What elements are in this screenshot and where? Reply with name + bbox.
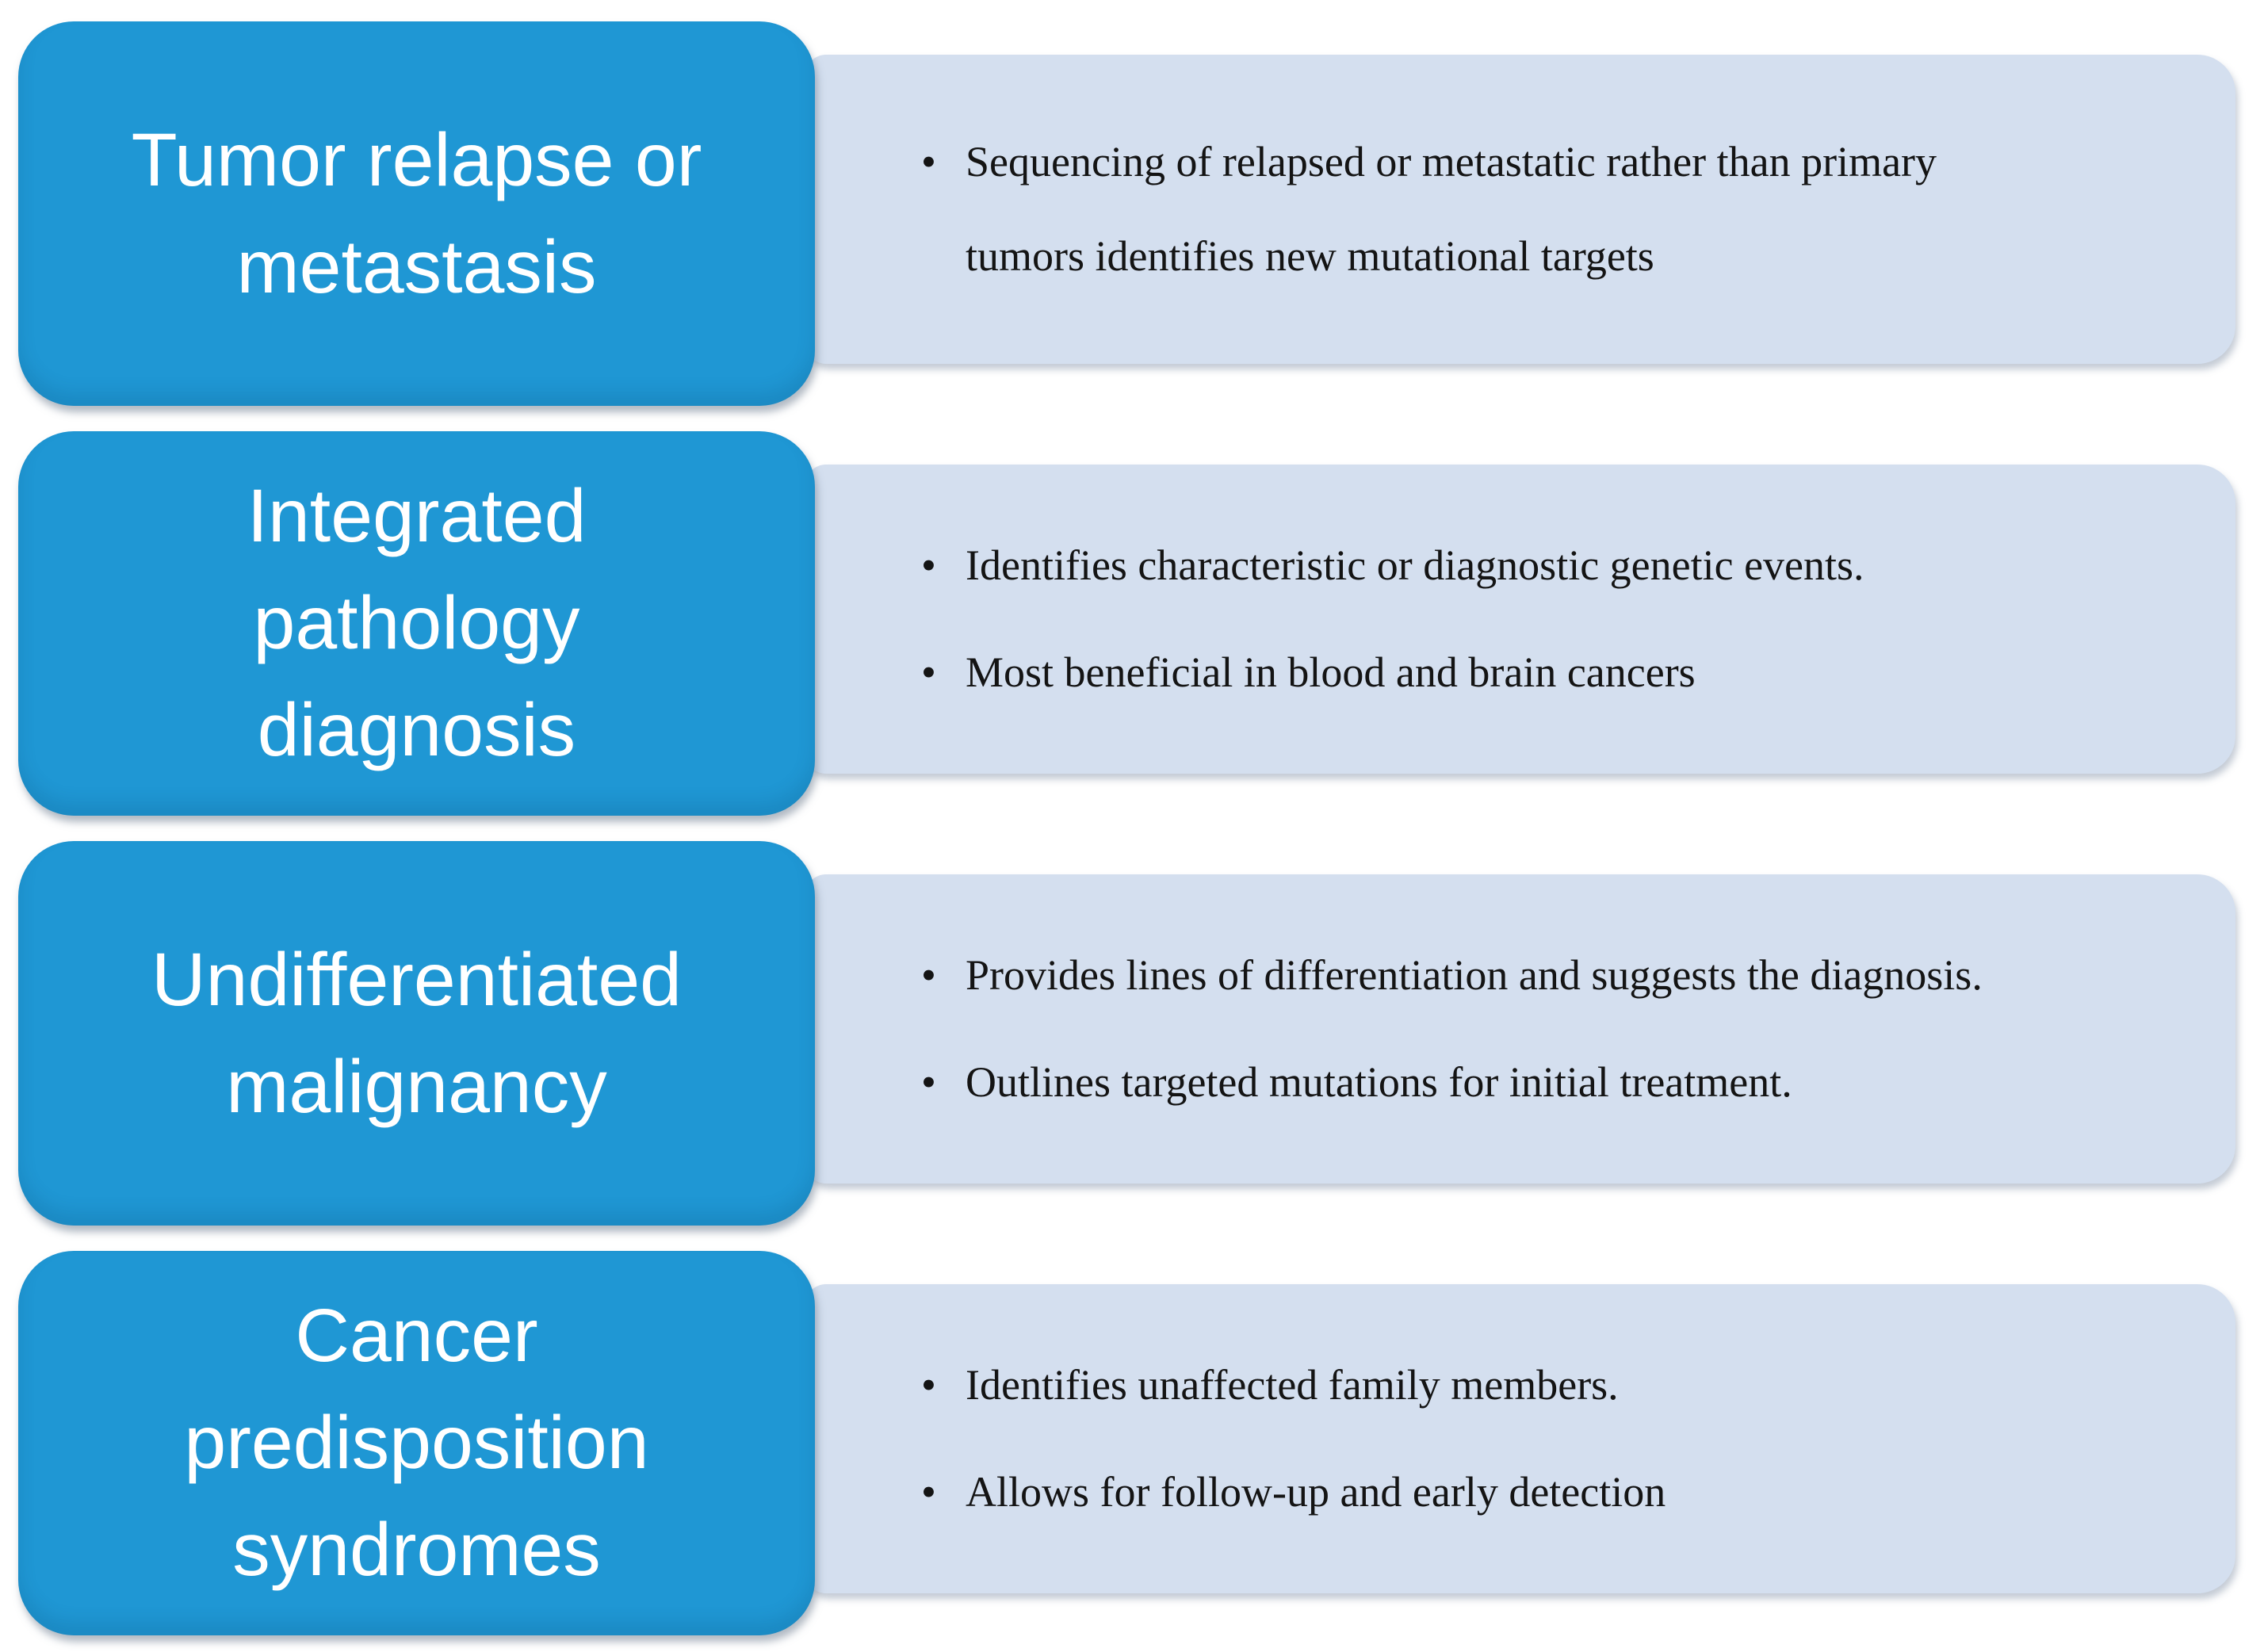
- bullet-marker: •: [921, 648, 936, 696]
- bullet-item: • Most beneficial in blood and brain can…: [921, 625, 2156, 720]
- bullet-marker: •: [921, 1361, 936, 1409]
- info-panel: • Identifies characteristic or diagnosti…: [805, 465, 2235, 774]
- bullet-marker: •: [921, 1468, 936, 1516]
- bullet-text: Identifies characteristic or diagnostic …: [966, 541, 1864, 590]
- bullet-marker: •: [921, 1058, 936, 1106]
- bullet-item: • Identifies unaffected family members.: [921, 1338, 2156, 1432]
- row-cancer-predisposition-syndromes: • Identifies unaffected family members. …: [0, 1251, 2264, 1635]
- bullet-text: Allows for follow-up and early detection: [966, 1468, 1666, 1516]
- box-title: Tumor relapse or metastasis: [131, 117, 702, 309]
- bullet-item: • Allows for follow-up and early detecti…: [921, 1445, 2156, 1539]
- bullet-text: Provides lines of differentiation and su…: [966, 951, 1983, 1000]
- info-panel: • Provides lines of differentiation and …: [805, 874, 2235, 1184]
- bullet-item: • Sequencing of relapsed or metastatic r…: [921, 115, 2156, 304]
- bullet-text: Sequencing of relapsed or metastatic rat…: [966, 138, 1937, 280]
- bullet-text: Most beneficial in blood and brain cance…: [966, 648, 1696, 696]
- bullet-item: • Outlines targeted mutations for initia…: [921, 1035, 2156, 1130]
- bullet-text: Identifies unaffected family members.: [966, 1361, 1619, 1409]
- info-panel: • Sequencing of relapsed or metastatic r…: [805, 55, 2235, 364]
- info-panel: • Identifies unaffected family members. …: [805, 1284, 2235, 1593]
- bullet-marker: •: [921, 951, 936, 1000]
- bullet-marker: •: [921, 138, 936, 186]
- title-box: Cancer predisposition syndromes: [18, 1251, 815, 1635]
- bullet-marker: •: [921, 541, 936, 590]
- row-undifferentiated-malignancy: • Provides lines of differentiation and …: [0, 841, 2264, 1226]
- title-box: Tumor relapse or metastasis: [18, 21, 815, 406]
- bullet-item: • Provides lines of differentiation and …: [921, 928, 2156, 1023]
- bullet-text: Outlines targeted mutations for initial …: [966, 1058, 1792, 1106]
- row-tumor-relapse-or-metastasis: • Sequencing of relapsed or metastatic r…: [0, 21, 2264, 406]
- title-box: Undifferentiated malignancy: [18, 841, 815, 1226]
- box-title: Cancer predisposition syndromes: [184, 1294, 649, 1592]
- title-box: Integrated pathology diagnosis: [18, 431, 815, 816]
- box-title: Integrated pathology diagnosis: [247, 474, 587, 772]
- box-title: Undifferentiated malignancy: [151, 937, 682, 1129]
- bullet-item: • Identifies characteristic or diagnosti…: [921, 518, 2156, 613]
- row-integrated-pathology-diagnosis: • Identifies characteristic or diagnosti…: [0, 431, 2264, 816]
